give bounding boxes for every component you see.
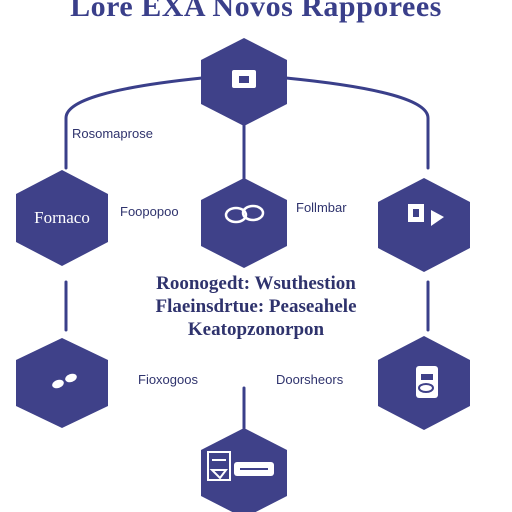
device-icon [207, 451, 274, 481]
center-text-block: Roonogedt: Wsuthestion Flaeinsdrtue: Pea… [106, 272, 406, 341]
center-text-line-3: Keatopzonorpon [187, 319, 325, 340]
hex-node-left[interactable]: Fornaco [16, 170, 108, 266]
hex-node-left-label: Fornaco [34, 208, 90, 227]
center-text-line-1: Roonogedt: Wsuthestion [156, 273, 356, 294]
play-icon [408, 204, 444, 226]
diagram-title: Lore EXA Novos Rapporees [70, 0, 442, 23]
connector-lines [64, 76, 430, 430]
label-middle-left: Foopopoo [120, 204, 179, 219]
hex-node-middle[interactable] [201, 178, 287, 268]
connector-top-right-arc [284, 76, 430, 170]
hex-node-bottom-right[interactable] [378, 336, 470, 430]
pill-icon [52, 373, 77, 389]
hex-node-top[interactable] [201, 38, 287, 126]
hex-node-bottom[interactable] [201, 428, 287, 512]
center-text-line-2: Flaeinsdrtue: Peaseahele [155, 296, 357, 317]
image-icon [232, 70, 256, 88]
label-bottom-right: Doorsheors [276, 372, 344, 387]
label-middle-right: Follmbar [296, 200, 347, 215]
link-icon [224, 204, 265, 224]
label-top-left: Rosomaprose [72, 126, 153, 141]
connector-top-left-arc [64, 76, 204, 170]
hex-node-right[interactable] [378, 178, 470, 272]
label-bottom-left: Fioxogoos [138, 372, 198, 387]
hex-node-bottom-left[interactable] [16, 338, 108, 428]
phone-icon [416, 366, 438, 398]
